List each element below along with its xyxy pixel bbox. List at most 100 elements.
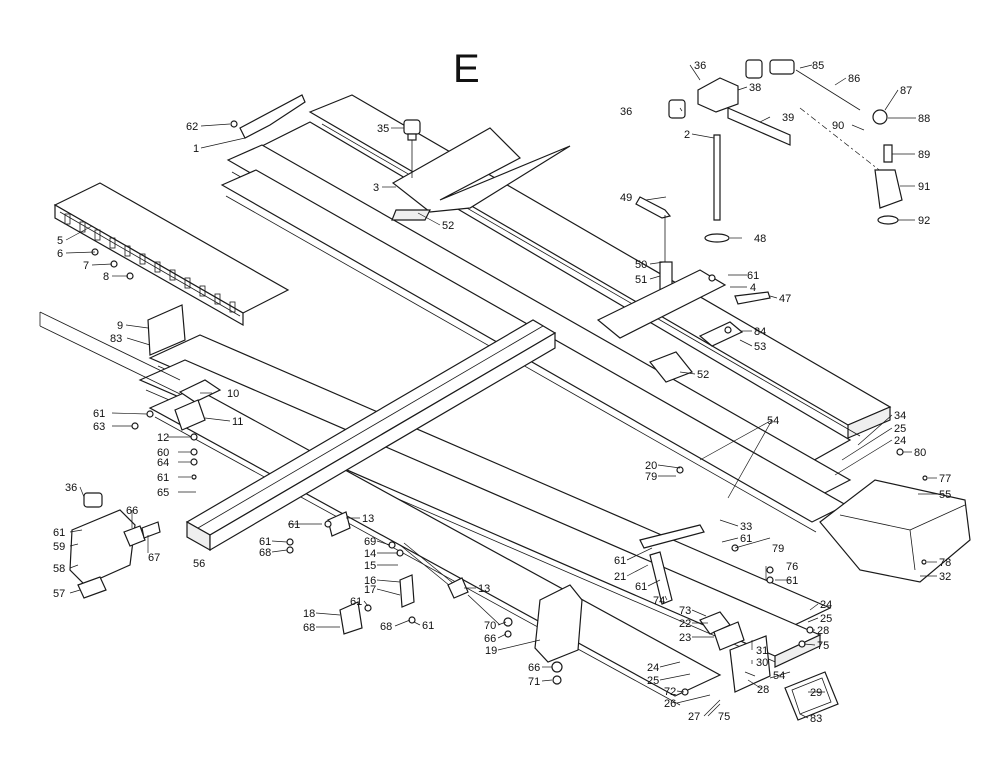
callout-91: 91 — [918, 181, 930, 193]
callout-57: 57 — [53, 588, 65, 600]
callout-90: 90 — [832, 120, 844, 132]
callout-60: 60 — [157, 447, 169, 459]
callout-33: 33 — [740, 521, 752, 533]
callout-39: 39 — [782, 112, 794, 124]
callout-52a: 52 — [442, 220, 454, 232]
callout-23: 23 — [679, 632, 691, 644]
callout-92: 92 — [918, 215, 930, 227]
callout-89: 89 — [918, 149, 930, 161]
callout-77: 77 — [939, 473, 951, 485]
callout-61g: 61 — [422, 620, 434, 632]
callout-76: 76 — [786, 561, 798, 573]
trim-strip — [39, 311, 181, 395]
right-end-assembly — [699, 611, 771, 693]
callout-53: 53 — [754, 341, 766, 353]
callout-22: 22 — [679, 618, 691, 630]
callout-87: 87 — [900, 85, 912, 97]
lever-47 — [734, 291, 771, 305]
callout-54a: 54 — [767, 415, 779, 427]
leader-lines — [65, 64, 937, 719]
callout-25b: 25 — [820, 613, 832, 625]
callout-36b: 36 — [620, 106, 632, 118]
callout-59: 59 — [53, 541, 65, 553]
callout-7: 7 — [83, 260, 89, 272]
callout-21: 21 — [614, 571, 626, 583]
callout-2: 2 — [684, 129, 690, 141]
callout-83a: 83 — [110, 333, 122, 345]
callout-4: 4 — [750, 282, 756, 294]
callout-67: 67 — [148, 552, 160, 564]
callout-49: 49 — [620, 192, 632, 204]
callout-28b: 28 — [757, 684, 769, 696]
callout-24c: 24 — [647, 662, 659, 674]
callout-61a: 61 — [93, 408, 105, 420]
callout-55: 55 — [939, 489, 951, 501]
knob-assembly-right — [769, 59, 903, 225]
callout-48: 48 — [754, 233, 766, 245]
small-brackets — [339, 574, 415, 635]
stop-block — [69, 492, 161, 599]
callout-24a: 24 — [894, 435, 906, 447]
callout-17: 17 — [364, 584, 376, 596]
callout-75a: 75 — [817, 640, 829, 652]
callout-36c: 36 — [65, 482, 77, 494]
callout-32: 32 — [939, 571, 951, 583]
left-extrusion-5 — [53, 182, 290, 327]
callout-31: 31 — [756, 645, 768, 657]
callout-20: 20 — [645, 460, 657, 472]
callout-79b: 79 — [772, 543, 784, 555]
callout-11: 11 — [232, 416, 243, 428]
flip-stop-arm — [639, 524, 705, 605]
callout-80: 80 — [914, 447, 926, 459]
callout-64: 64 — [157, 457, 169, 469]
callout-83b: 83 — [810, 713, 822, 725]
callout-75b: 75 — [718, 711, 730, 723]
callout-16: 16 — [364, 575, 376, 587]
callout-69: 69 — [364, 536, 376, 548]
callout-61h: 61 — [747, 270, 759, 282]
callout-19: 19 — [485, 645, 497, 657]
callout-labels: 1 2 3 4 5 6 7 8 9 10 11 12 13 13 14 15 1… — [53, 60, 951, 725]
callout-68b: 68 — [303, 622, 315, 634]
callout-71: 71 — [528, 676, 540, 688]
callout-36a: 36 — [694, 60, 706, 72]
callout-61k: 61 — [740, 533, 752, 545]
callout-66a: 66 — [126, 505, 138, 517]
callout-8: 8 — [103, 271, 109, 283]
callout-29: 29 — [810, 687, 822, 699]
callout-6: 6 — [57, 248, 63, 260]
callout-61j: 61 — [635, 581, 647, 593]
cross-fence-56 — [185, 319, 557, 552]
clamp-plate-3 — [391, 127, 571, 221]
callout-61b: 61 — [157, 472, 169, 484]
callout-38: 38 — [749, 82, 761, 94]
callout-34: 34 — [894, 410, 906, 422]
callout-72: 72 — [664, 686, 676, 698]
callout-88: 88 — [918, 113, 930, 125]
callout-30: 30 — [756, 657, 768, 669]
callout-63: 63 — [93, 421, 105, 433]
callout-24b: 24 — [820, 599, 832, 611]
callout-5: 5 — [57, 235, 63, 247]
bracket-1 — [230, 94, 306, 139]
callout-3: 3 — [373, 182, 379, 194]
callout-61c: 61 — [53, 527, 65, 539]
callout-68c: 68 — [380, 621, 392, 633]
callout-13a: 13 — [362, 513, 374, 525]
callout-51: 51 — [635, 274, 647, 286]
callout-66c: 66 — [528, 662, 540, 674]
knob-35 — [403, 119, 421, 178]
callout-66b: 66 — [484, 633, 496, 645]
callout-18: 18 — [303, 608, 315, 620]
callout-35: 35 — [377, 123, 389, 135]
lead-screw-15 — [327, 511, 501, 626]
callout-68a: 68 — [259, 547, 271, 559]
callout-79a: 79 — [645, 471, 657, 483]
callout-25a: 25 — [894, 423, 906, 435]
callout-1: 1 — [193, 143, 199, 155]
callout-84: 84 — [754, 326, 766, 338]
bracket-19 — [534, 584, 583, 663]
callout-86: 86 — [848, 73, 860, 85]
callout-61i: 61 — [614, 555, 626, 567]
callout-65: 65 — [157, 487, 169, 499]
